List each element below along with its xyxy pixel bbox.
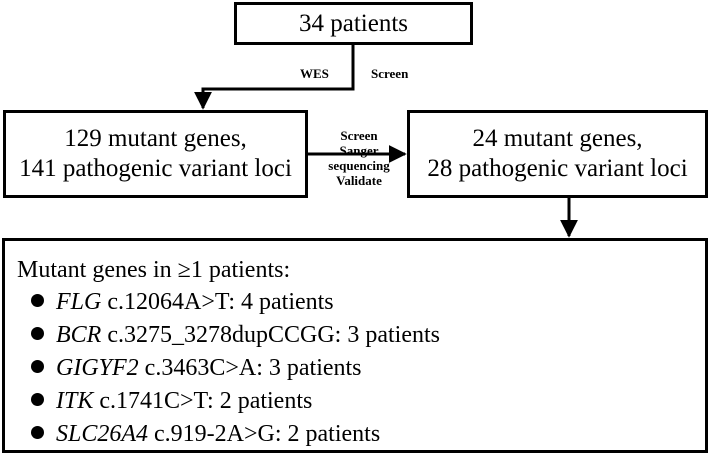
edge-label-sequencing: sequencing (328, 158, 390, 173)
edge-label-validate: Validate (336, 173, 382, 188)
variant-detail: c.3275_3278dupCCGG: 3 patients (101, 322, 440, 348)
node-validated-line1: 24 mutant genes, (472, 125, 643, 152)
node-wes-results: 129 mutant genes, 141 pathogenic variant… (3, 110, 308, 198)
bullet-icon (31, 360, 44, 373)
gene-list-title: Mutant genes in ≥1 patients: (17, 257, 291, 283)
bullet-icon (31, 393, 44, 406)
gene-name: SLC26A4 (56, 421, 149, 447)
gene-list-item: ITK c.1741C>T: 2 patients (31, 385, 705, 418)
variant-detail: c.919-2A>G: 2 patients (148, 421, 381, 447)
variant-detail: c.1741C>T: 2 patients (93, 388, 313, 414)
bullet-icon (31, 426, 44, 439)
node-wes-line1: 129 mutant genes, (64, 125, 247, 152)
edge-label-screen-2: Screen (340, 128, 378, 143)
gene-list-item: SLC26A4 c.919-2A>G: 2 patients (31, 418, 705, 451)
node-wes-line2: 141 pathogenic variant loci (19, 155, 292, 182)
arrow-top-to-left (194, 45, 355, 110)
node-patients: 34 patients (234, 2, 473, 45)
node-validated-line2: 28 pathogenic variant loci (427, 155, 688, 182)
variant-detail: c.12064A>T: 4 patients (101, 289, 334, 315)
bullet-icon (31, 294, 44, 307)
gene-list-item: GIGYF2 c.3463C>A: 3 patients (31, 352, 705, 385)
gene-list-item: FLG c.12064A>T: 4 patients (31, 286, 705, 319)
gene-name: GIGYF2 (56, 355, 139, 381)
gene-name: ITK (56, 388, 94, 414)
gene-name: BCR (56, 322, 102, 348)
edge-labels-validation: Screen Sanger sequencing Validate (316, 128, 402, 188)
gene-name: FLG (56, 289, 102, 315)
edge-label-wes: WES (300, 66, 329, 81)
gene-list-item: BCR c.3275_3278dupCCGG: 3 patients (31, 319, 705, 352)
node-validated-results: 24 mutant genes, 28 pathogenic variant l… (407, 110, 708, 198)
variant-detail: c.3463C>A: 3 patients (138, 355, 362, 381)
node-patients-label: 34 patients (298, 9, 408, 37)
node-mutant-gene-list: Mutant genes in ≥1 patients: FLG c.12064… (2, 238, 708, 453)
edge-label-sanger: Sanger (339, 143, 379, 158)
bullet-icon (31, 327, 44, 340)
edge-label-screen: Screen (371, 66, 409, 81)
